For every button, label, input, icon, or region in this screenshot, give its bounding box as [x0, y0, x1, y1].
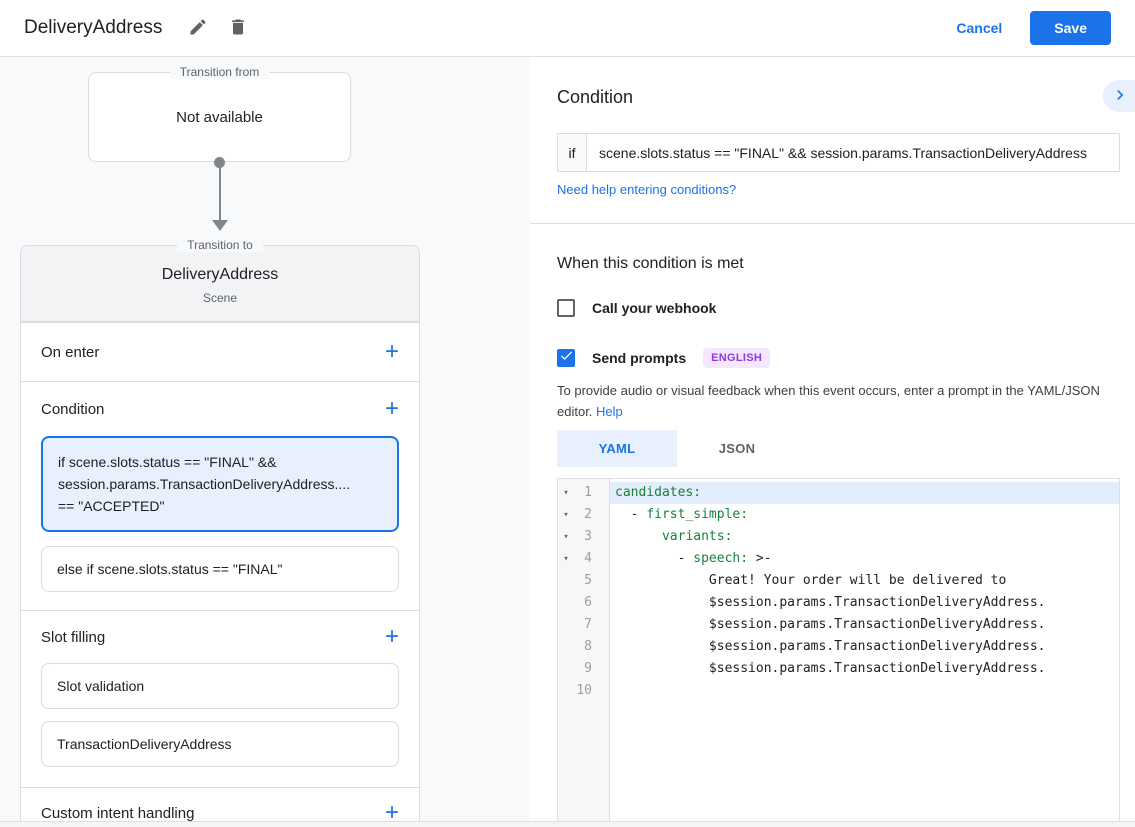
scene-name: DeliveryAddress	[161, 266, 279, 283]
trash-icon	[228, 17, 248, 40]
condition-expression-input[interactable]	[587, 134, 1119, 171]
line-number: 4	[584, 551, 592, 566]
save-button[interactable]: Save	[1030, 11, 1111, 45]
add-condition-button[interactable]: +	[384, 395, 399, 422]
editor-gutter[interactable]: ▾ 1 ▾ 2 ▾ 3 ▾ 4 5 6 7 8 9 10	[558, 479, 610, 827]
pencil-icon	[188, 17, 208, 40]
custom-intent-label: Custom intent handling	[41, 804, 195, 822]
webhook-checkbox[interactable]	[557, 299, 575, 317]
code-line[interactable]: Great! Your order will be delivered to	[615, 573, 1007, 588]
scene-card: Transition to DeliveryAddress Scene On e…	[20, 238, 420, 827]
condition-panel-title: Condition	[557, 87, 634, 107]
delete-scene-button[interactable]	[222, 11, 254, 46]
section-on-enter: On enter +	[21, 322, 419, 381]
condition-item-else[interactable]: else if scene.slots.status == "FINAL"	[41, 546, 399, 592]
line-number: 7	[584, 617, 592, 632]
condition-detail-panel: Condition if Need help entering conditio…	[530, 57, 1135, 827]
code-line[interactable]: $session.params.TransactionDeliveryAddre…	[615, 661, 1046, 676]
prompt-description-text: To provide audio or visual feedback when…	[557, 383, 1100, 419]
section-condition: Condition + if scene.slots.status == "FI…	[21, 381, 419, 592]
if-label: if	[558, 134, 587, 171]
transition-to-label: Transition to	[177, 238, 263, 252]
slot-item[interactable]: TransactionDeliveryAddress	[41, 721, 399, 767]
section-custom-intent: Custom intent handling +	[21, 787, 419, 827]
send-prompts-row: Send prompts ENGLISH	[557, 348, 771, 368]
line-number: 6	[584, 595, 592, 610]
fold-toggle-icon[interactable]: ▾	[563, 510, 569, 520]
collapse-panel-button[interactable]	[1103, 80, 1135, 112]
code-line[interactable]: $session.params.TransactionDeliveryAddre…	[615, 639, 1046, 654]
send-prompts-label: Send prompts	[592, 350, 687, 366]
line-number: 3	[584, 529, 592, 544]
condition-item-selected[interactable]: if scene.slots.status == "FINAL" && sess…	[41, 436, 399, 532]
main-area: Transition from Not available Transition…	[0, 57, 1135, 827]
line-number: 8	[584, 639, 592, 654]
editor-tabs: YAML JSON	[557, 430, 797, 467]
connector-line	[219, 165, 221, 221]
send-prompts-checkbox[interactable]	[557, 349, 575, 367]
code-line[interactable]: candidates:	[610, 482, 1119, 504]
add-custom-intent-button[interactable]: +	[384, 799, 399, 826]
code-line[interactable]: $session.params.TransactionDeliveryAddre…	[615, 617, 1046, 632]
on-enter-label: On enter	[41, 343, 100, 361]
add-on-enter-button[interactable]: +	[384, 338, 399, 365]
fold-toggle-icon[interactable]: ▾	[563, 488, 569, 498]
condition-section-label: Condition	[41, 400, 105, 418]
section-divider	[530, 223, 1135, 224]
code-lines[interactable]: candidates: - first_simple: variants: - …	[610, 479, 1119, 827]
condition-input-group: if	[557, 133, 1120, 172]
code-line[interactable]	[610, 680, 1119, 702]
code-line[interactable]: - speech: >-	[615, 551, 772, 566]
fold-toggle-icon[interactable]: ▾	[563, 532, 569, 542]
slot-validation-item[interactable]: Slot validation	[41, 663, 399, 709]
cancel-button[interactable]: Cancel	[956, 20, 1003, 36]
scene-type-label: Scene	[202, 291, 238, 305]
scene-graph-panel: Transition from Not available Transition…	[0, 57, 530, 827]
connector-dot	[214, 157, 225, 168]
line-number: 5	[584, 573, 592, 588]
tab-yaml[interactable]: YAML	[557, 430, 677, 467]
language-badge: ENGLISH	[703, 348, 771, 368]
add-slot-button[interactable]: +	[384, 623, 399, 650]
line-number: 9	[584, 661, 592, 676]
code-line[interactable]: variants:	[661, 529, 733, 544]
line-number: 10	[576, 683, 592, 698]
tab-json[interactable]: JSON	[718, 441, 756, 456]
section-slot-filling: Slot filling + Slot validation Transacti…	[21, 610, 419, 767]
help-link[interactable]: Help	[596, 404, 623, 419]
yaml-code-editor[interactable]: ▾ 1 ▾ 2 ▾ 3 ▾ 4 5 6 7 8 9 10 candidates: - first_simp…	[557, 478, 1120, 827]
code-line[interactable]: - first_simple:	[615, 507, 749, 522]
line-number: 1	[584, 485, 592, 500]
line-number: 2	[584, 507, 592, 522]
chevron-right-icon	[1110, 85, 1130, 108]
connector-arrowhead-icon	[212, 220, 228, 231]
transition-from-box: Transition from Not available	[88, 65, 351, 162]
page-title: DeliveryAddress	[24, 17, 163, 38]
slot-filling-label: Slot filling	[41, 628, 106, 646]
when-met-title: When this condition is met	[557, 255, 744, 272]
webhook-label: Call your webhook	[592, 300, 717, 316]
horizontal-scrollbar[interactable]	[0, 821, 1135, 827]
webhook-row: Call your webhook	[557, 299, 716, 317]
header-bar: DeliveryAddress Cancel Save	[0, 0, 1135, 57]
prompt-description: To provide audio or visual feedback when…	[557, 380, 1120, 422]
fold-toggle-icon[interactable]: ▾	[563, 554, 569, 564]
transition-from-value: Not available	[176, 108, 263, 126]
code-line[interactable]: $session.params.TransactionDeliveryAddre…	[615, 595, 1046, 610]
edit-name-button[interactable]	[182, 11, 214, 46]
checkmark-icon	[559, 348, 574, 368]
transition-from-label: Transition from	[169, 65, 270, 79]
need-help-link[interactable]: Need help entering conditions?	[557, 182, 737, 197]
scene-card-header: DeliveryAddress Scene	[21, 246, 419, 322]
